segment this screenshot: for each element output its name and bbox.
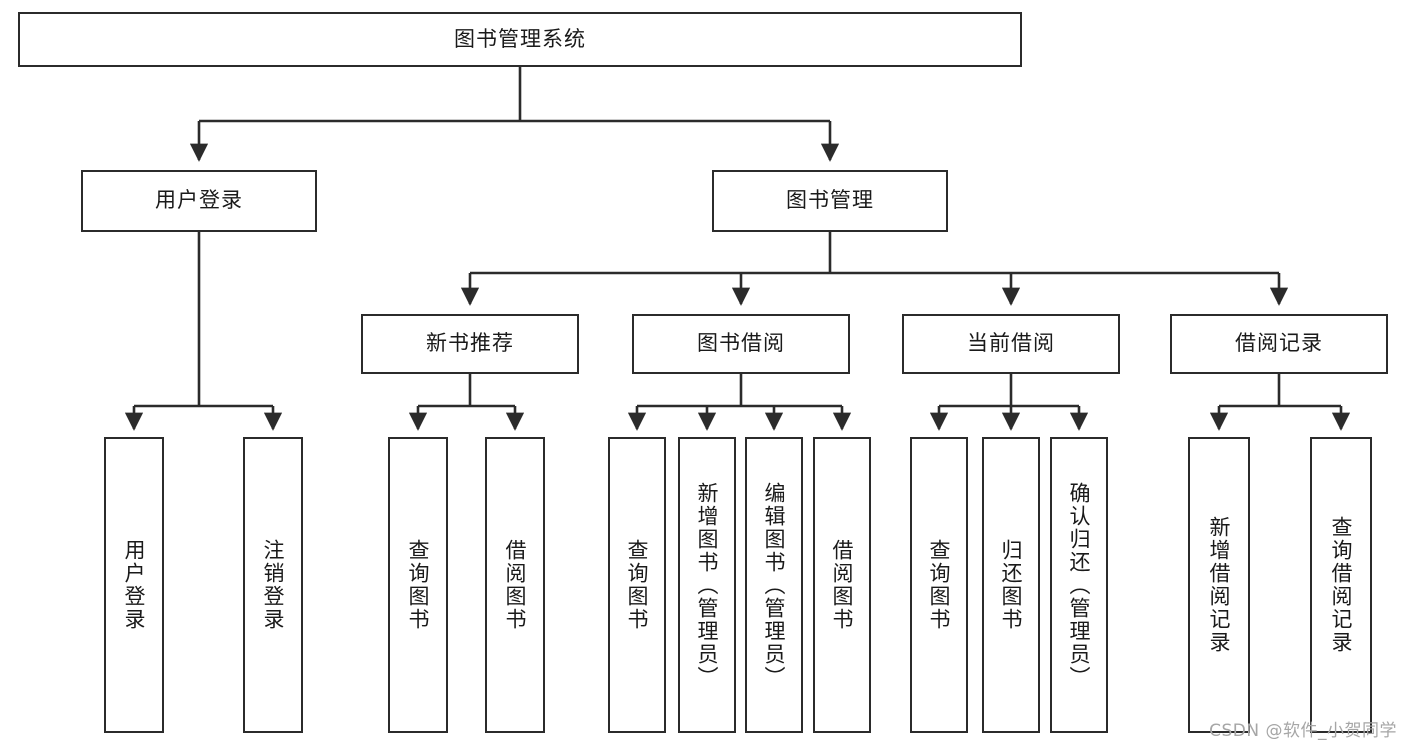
node-label: 查询图书 — [927, 539, 952, 631]
node-current-borrow[interactable]: 当前借阅 — [902, 314, 1120, 374]
leaf-node[interactable]: 查询图书 — [608, 437, 666, 733]
leaf-node[interactable]: 确认归还（管理员） — [1050, 437, 1108, 733]
leaf-node[interactable]: 查询借阅记录 — [1310, 437, 1372, 733]
node-label: 查询图书 — [406, 539, 431, 631]
node-label: 新书推荐 — [426, 331, 514, 356]
leaf-node[interactable]: 用户登录 — [104, 437, 164, 733]
node-book-borrow[interactable]: 图书借阅 — [632, 314, 850, 374]
node-label: 借阅图书 — [503, 539, 528, 631]
node-label: 确认归还（管理员） — [1067, 481, 1092, 689]
node-label: 借阅记录 — [1235, 331, 1323, 356]
node-user-login[interactable]: 用户登录 — [81, 170, 317, 232]
node-label: 图书管理 — [786, 188, 874, 213]
node-label: 查询图书 — [625, 539, 650, 631]
node-new-book-recommend[interactable]: 新书推荐 — [361, 314, 579, 374]
leaf-node[interactable]: 编辑图书（管理员） — [745, 437, 803, 733]
node-label: 查询借阅记录 — [1329, 516, 1354, 654]
node-label: 图书借阅 — [697, 331, 785, 356]
node-root-system[interactable]: 图书管理系统 — [18, 12, 1022, 67]
node-label: 注销登录 — [261, 539, 286, 631]
node-label: 用户登录 — [122, 539, 147, 631]
leaf-node[interactable]: 新增图书（管理员） — [678, 437, 736, 733]
node-label: 归还图书 — [999, 539, 1024, 631]
leaf-node[interactable]: 查询图书 — [388, 437, 448, 733]
leaf-node[interactable]: 新增借阅记录 — [1188, 437, 1250, 733]
leaf-node[interactable]: 借阅图书 — [813, 437, 871, 733]
node-label: 编辑图书（管理员） — [762, 481, 787, 689]
node-borrow-record[interactable]: 借阅记录 — [1170, 314, 1388, 374]
node-root-label: 图书管理系统 — [454, 26, 586, 51]
leaf-node[interactable]: 查询图书 — [910, 437, 968, 733]
leaf-node[interactable]: 归还图书 — [982, 437, 1040, 733]
node-label: 当前借阅 — [967, 331, 1055, 356]
node-label: 新增借阅记录 — [1207, 516, 1232, 654]
leaf-node[interactable]: 借阅图书 — [485, 437, 545, 733]
node-label: 用户登录 — [155, 188, 243, 213]
node-label: 新增图书（管理员） — [695, 481, 720, 689]
node-label: 借阅图书 — [830, 539, 855, 631]
csdn-watermark: CSDN @软件_小贺同学 — [1209, 721, 1397, 741]
node-book-management[interactable]: 图书管理 — [712, 170, 948, 232]
leaf-node[interactable]: 注销登录 — [243, 437, 303, 733]
